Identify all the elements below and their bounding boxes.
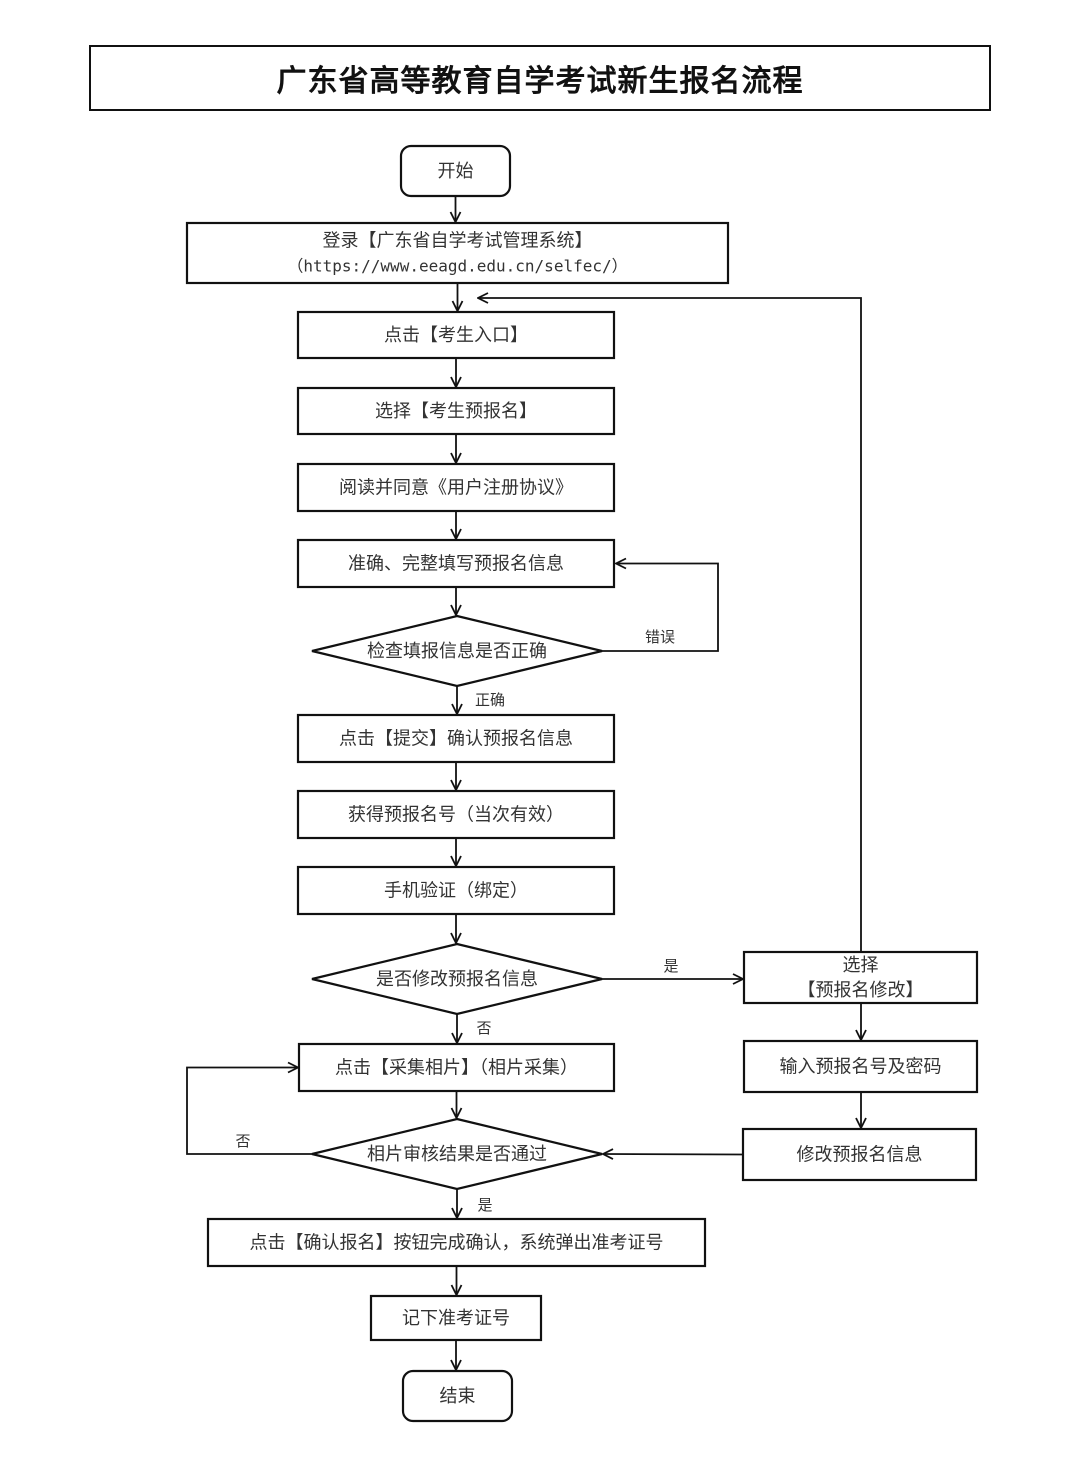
- nodes-layer: 开始登录【广东省自学考试管理系统】 （https://www.eeagd.edu.…: [187, 146, 977, 1421]
- edge-label: 是: [477, 1196, 492, 1214]
- node-get-number: 获得预报名号（当次有效）: [298, 791, 614, 838]
- node-note-number: 记下准考证号: [371, 1296, 541, 1340]
- node-label: 登录【广东省自学考试管理系统】: [323, 231, 593, 252]
- node-label: 点击【提交】确认预报名信息: [339, 729, 573, 750]
- edge-label: 是: [663, 957, 678, 975]
- edge-label: 否: [476, 1019, 491, 1037]
- node-label: 选择【考生预报名】: [375, 401, 537, 422]
- node-label: 点击【采集相片】（相片采集）: [335, 1058, 578, 1079]
- node-label: 【预报名修改】: [798, 980, 924, 1001]
- node-login: 登录【广东省自学考试管理系统】 （https://www.eeagd.edu.cn…: [187, 223, 728, 283]
- node-check-info: 检查填报信息是否正确: [312, 616, 602, 686]
- node-label: 获得预报名号（当次有效）: [348, 805, 564, 826]
- edge-modify-info-to-photo-review: [603, 1154, 743, 1155]
- node-end: 结束: [403, 1371, 512, 1421]
- node-label: 修改预报名信息: [797, 1145, 923, 1166]
- node-select-modify: 选择【预报名修改】: [744, 952, 977, 1003]
- node-collect-photo: 点击【采集相片】（相片采集）: [299, 1044, 614, 1091]
- node-label: 相片审核结果是否通过: [367, 1144, 547, 1165]
- edge-label: 否: [235, 1132, 250, 1150]
- node-fill-info: 准确、完整填写预报名信息: [298, 540, 614, 587]
- node-start: 开始: [401, 146, 510, 196]
- edge-label: 错误: [645, 628, 675, 646]
- node-label: 手机验证（绑定）: [384, 881, 528, 902]
- node-label: 点击【考生入口】: [384, 325, 528, 346]
- node-confirm-reg: 点击【确认报名】按钮完成确认，系统弹出准考证号: [208, 1219, 705, 1266]
- node-select-prereg: 选择【考生预报名】: [298, 388, 614, 434]
- node-label: 点击【确认报名】按钮完成确认，系统弹出准考证号: [250, 1233, 664, 1254]
- node-label: 结束: [440, 1386, 476, 1407]
- edge-label: 正确: [475, 691, 505, 709]
- node-label: 开始: [438, 161, 474, 182]
- node-candidate-entry: 点击【考生入口】: [298, 312, 614, 358]
- node-label: 记下准考证号: [402, 1308, 510, 1329]
- node-agree-terms: 阅读并同意《用户注册协议》: [298, 464, 614, 511]
- node-modify-decision: 是否修改预报名信息: [312, 944, 602, 1014]
- node-label: 是否修改预报名信息: [376, 969, 538, 990]
- node-label: （https://www.eeagd.edu.cn/selfec/）: [287, 257, 627, 276]
- edges-layer: [187, 196, 861, 1370]
- node-phone-verify: 手机验证（绑定）: [298, 867, 614, 914]
- node-label: 阅读并同意《用户注册协议》: [339, 478, 573, 499]
- node-label: 选择: [843, 955, 879, 976]
- node-submit: 点击【提交】确认预报名信息: [298, 715, 614, 762]
- node-photo-review: 相片审核结果是否通过: [312, 1119, 602, 1189]
- node-modify-info: 修改预报名信息: [743, 1129, 976, 1180]
- node-label: 检查填报信息是否正确: [367, 641, 547, 662]
- node-label: 输入预报名号及密码: [780, 1057, 942, 1078]
- node-enter-credentials: 输入预报名号及密码: [744, 1041, 977, 1092]
- node-label: 准确、完整填写预报名信息: [348, 554, 564, 575]
